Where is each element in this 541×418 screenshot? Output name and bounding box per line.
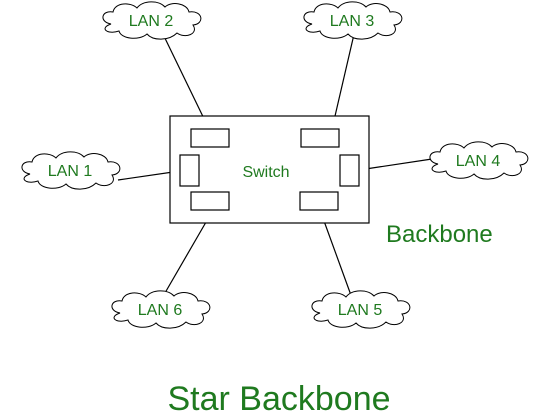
lan-cloud-lan2: LAN 2 (102, 1, 202, 40)
lan-label: LAN 4 (456, 153, 501, 170)
lan-cloud-lan6: LAN 6 (111, 290, 211, 329)
diagram-caption: Star Backbone (167, 380, 390, 418)
backbone-label: Backbone (386, 221, 493, 248)
lan-cloud-lan4: LAN 4 (429, 141, 529, 180)
links (117, 29, 433, 306)
port-lan3 (300, 128, 340, 148)
lan-label: LAN 5 (338, 302, 383, 319)
lan-cloud-lan1: LAN 1 (21, 151, 121, 190)
link-lan4 (358, 158, 433, 171)
lan-label: LAN 6 (138, 302, 183, 319)
link-lan5 (319, 209, 353, 299)
lan-cloud-lan5: LAN 5 (311, 290, 411, 329)
port-lan4 (339, 154, 360, 187)
switch-label: Switch (242, 164, 289, 181)
link-lan2 (160, 29, 210, 130)
port-lan2 (190, 128, 230, 148)
port-lan1 (179, 154, 200, 187)
port-lan6 (190, 191, 230, 211)
switch: Switch (169, 115, 370, 224)
link-lan3 (331, 29, 356, 130)
link-lan6 (157, 209, 214, 306)
lan-label: LAN 2 (129, 13, 174, 30)
lan-label: LAN 3 (330, 13, 375, 30)
lan-label: LAN 1 (48, 163, 93, 180)
lan-cloud-lan3: LAN 3 (303, 1, 403, 40)
port-lan5 (299, 191, 339, 211)
